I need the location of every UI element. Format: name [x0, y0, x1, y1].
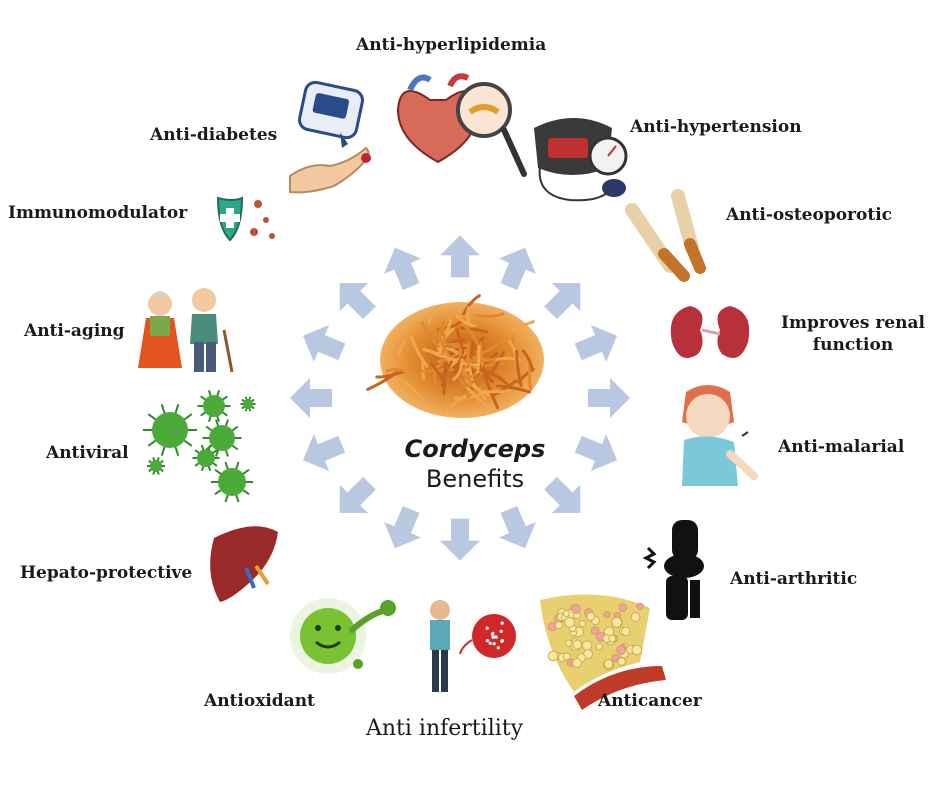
arrow-ring [290, 235, 630, 561]
liver-icon [210, 526, 278, 602]
arrow [498, 505, 536, 549]
label-anti-hypertension: Anti-hypertension [630, 117, 802, 137]
virus-icon [143, 389, 256, 503]
label-anti-malarial: Anti-malarial [778, 437, 905, 457]
arrow [440, 518, 480, 561]
center-title-benefits: Benefits [425, 465, 525, 493]
label-anticancer: Anticancer [598, 691, 702, 711]
label-antioxidant: Antioxidant [204, 691, 315, 711]
label-improves-renal-line1: Improves renal [781, 313, 925, 333]
arrow [544, 476, 581, 513]
center-title: Cordyceps Benefits [380, 434, 570, 494]
arrow [384, 247, 422, 291]
label-anti-aging: Anti-aging [24, 321, 125, 341]
sick-person-icon [682, 385, 758, 486]
heart-magnifier-icon [396, 73, 527, 177]
arrow [574, 324, 618, 362]
arrow [440, 235, 480, 278]
blood-pressure-monitor-icon [534, 118, 628, 202]
arrow [290, 378, 332, 418]
arrow [339, 283, 376, 320]
label-anti-osteoporotic: Anti-osteoporotic [726, 205, 893, 225]
kidneys-icon [670, 306, 750, 358]
arrow [544, 283, 581, 320]
arrow [339, 476, 376, 513]
label-anti-hyperlipidemia: Anti-hyperlipidemia [356, 35, 547, 55]
man-sperm-icon [430, 600, 516, 692]
cordyceps-image [366, 294, 544, 418]
arrow [588, 378, 630, 418]
shield-cross-icon [216, 196, 275, 242]
arrow [302, 434, 346, 472]
label-anti-diabetes: Anti-diabetes [150, 125, 278, 145]
smiling-cell-icon [290, 598, 396, 674]
tumor-cells-icon [540, 594, 666, 710]
bones-icon [625, 189, 706, 282]
label-hepato-protective: Hepato-protective [20, 563, 193, 583]
label-antiviral: Antiviral [46, 443, 129, 463]
label-improves-renal-line2: function [812, 335, 894, 355]
label-anti-infertility: Anti infertility [366, 716, 524, 741]
label-anti-arthritic: Anti-arthritic [730, 569, 858, 589]
knee-joint-icon [642, 520, 704, 620]
arrow [384, 505, 422, 549]
center-title-cordyceps: Cordyceps [404, 435, 546, 463]
arrow [302, 324, 346, 362]
arrow [498, 247, 536, 291]
label-immunomodulator: Immunomodulator [8, 203, 188, 223]
arrow [574, 434, 618, 472]
elderly-couple-icon [138, 288, 234, 373]
label-improves-renal-function: Improves renal function [778, 312, 928, 356]
glucose-meter-icon [289, 80, 371, 194]
